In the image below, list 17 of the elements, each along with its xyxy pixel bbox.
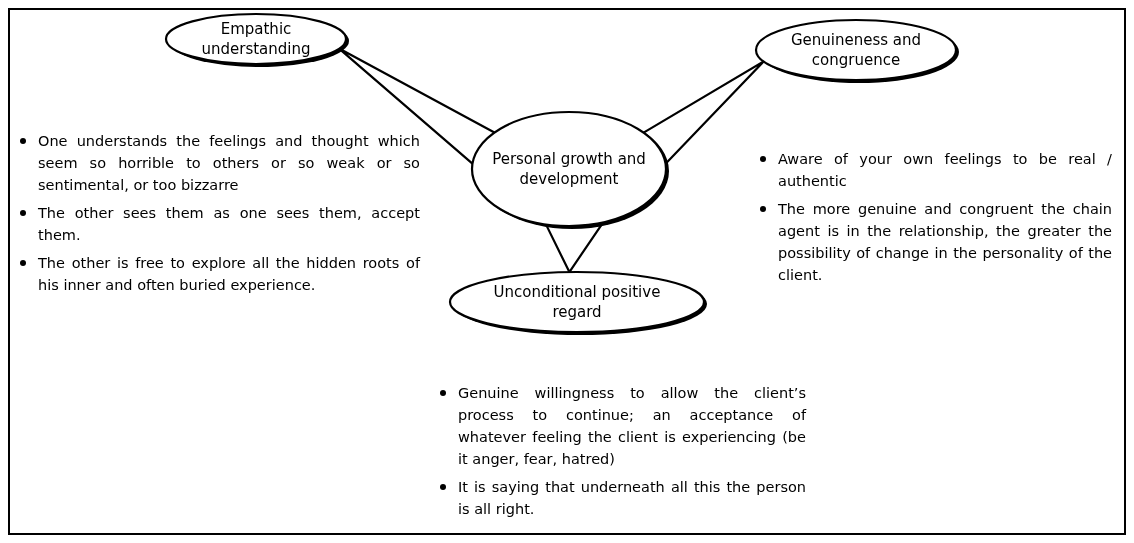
bullet-text: Genuine willingness to allow the client’s process to continue; an acceptance of whatever feeling the client is experiencing (be it anger, fear, hatred) xyxy=(458,384,806,469)
ellipse-node xyxy=(162,10,350,68)
ellipse-node xyxy=(446,268,708,336)
bullet-text: The more genuine and congruent the chain agent is in the relationship, the greater the possibility of change in the personality of the client. xyxy=(778,200,1112,285)
node-label: Unconditional positive regard xyxy=(492,282,662,322)
bullet-text: Aware of your own feelings to be real / authentic xyxy=(778,150,1112,191)
connector-line xyxy=(338,47,496,165)
ellipse-node xyxy=(468,108,670,230)
ellipse-node xyxy=(752,16,960,84)
bullet-text: The other is free to explore all the hidden roots of his inner and often buried experience. xyxy=(38,254,420,295)
node-label: Genuineness and congruence xyxy=(789,30,923,70)
node-label: Personal growth and development xyxy=(491,149,647,189)
node-label: Empathic understanding xyxy=(200,19,312,59)
bullet-text: One understands the feelings and thought which seem so horrible to others or so weak or so sentimental, or too bizzarre xyxy=(38,132,420,195)
bullet-text: The other sees them as one sees them, accept them. xyxy=(38,204,420,245)
bullet-text: It is saying that underneath all this the person is all right. xyxy=(458,478,806,519)
connector-line xyxy=(642,60,765,165)
